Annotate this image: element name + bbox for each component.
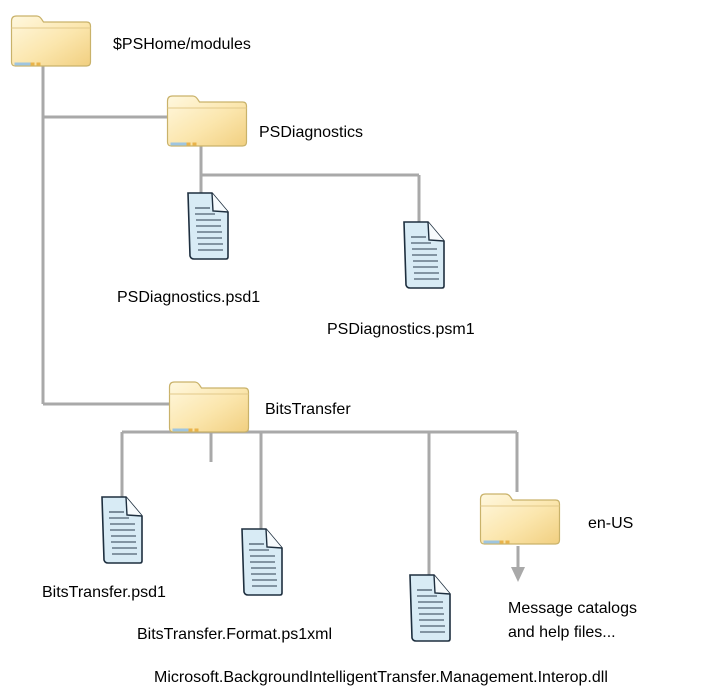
bitstransfer-folder-label: BitsTransfer (265, 401, 351, 418)
root-folder-label: $PSHome/modules (113, 36, 251, 53)
psdiagnostics-psd1-label: PSDiagnostics.psd1 (117, 289, 260, 306)
psdiagnostics-psm1-file-icon (403, 221, 445, 289)
connector-lines (41, 65, 525, 582)
psdiagnostics-psm1-label: PSDiagnostics.psm1 (327, 321, 475, 338)
en-us-folder-icon (478, 492, 562, 546)
bitstransfer-format-label: BitsTransfer.Format.ps1xml (137, 626, 332, 643)
interop-dll-file-icon (409, 574, 451, 642)
arrow-down-icon (511, 567, 525, 582)
psdiagnostics-psd1-file-icon (187, 192, 229, 260)
en-us-folder-label: en-US (588, 515, 633, 532)
en-us-note-line2: and help files... (508, 624, 616, 641)
interop-dll-label: Microsoft.BackgroundIntelligentTransfer.… (154, 669, 608, 686)
bitstransfer-folder-icon (167, 380, 251, 434)
psdiagnostics-folder-icon (165, 94, 249, 148)
root-folder-icon (9, 14, 93, 68)
bitstransfer-format-file-icon (241, 528, 283, 596)
en-us-note-line1: Message catalogs (508, 600, 637, 617)
bitstransfer-psd1-label: BitsTransfer.psd1 (42, 584, 166, 601)
psdiagnostics-folder-label: PSDiagnostics (259, 124, 363, 141)
bitstransfer-psd1-file-icon (101, 496, 143, 564)
